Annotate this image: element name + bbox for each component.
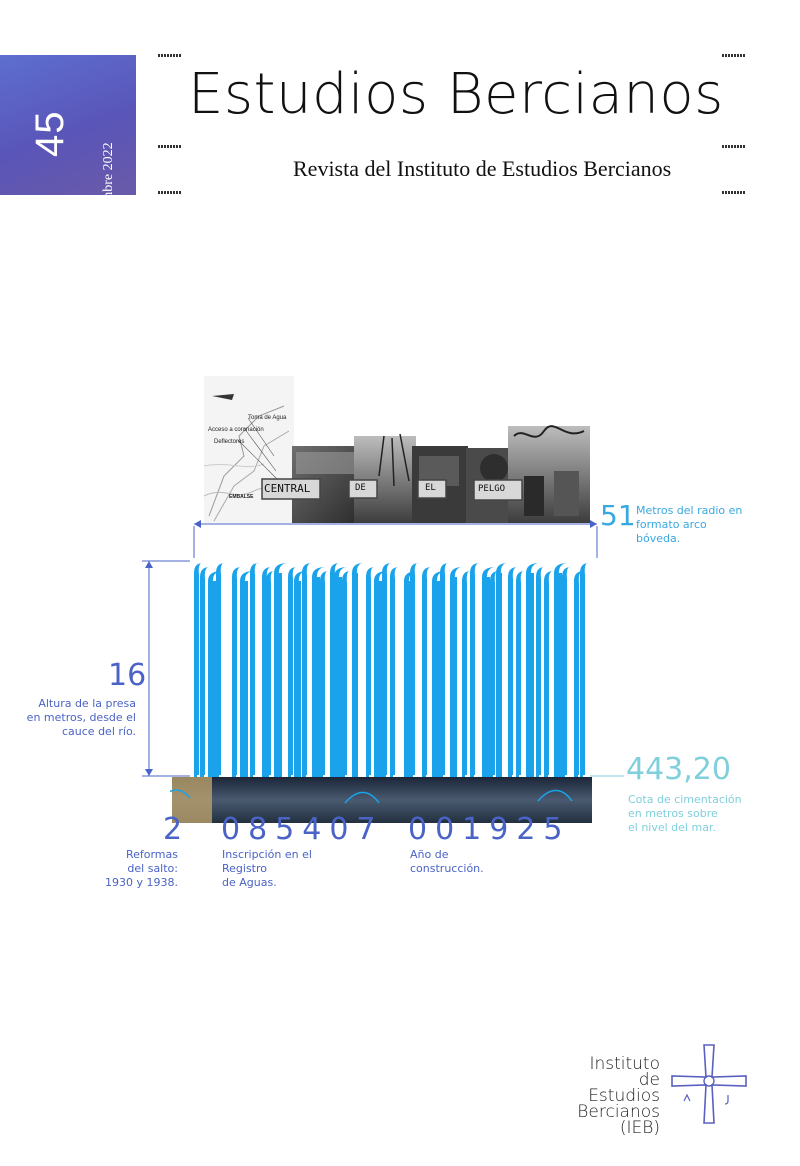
- water-bar-body: [536, 577, 539, 777]
- water-bar-body: [274, 573, 282, 777]
- registry-caption: Inscripción en el Registro de Aguas.: [222, 848, 312, 889]
- barcode-group-1: 085407: [221, 812, 384, 847]
- water-bar-body: [544, 581, 548, 777]
- water-bar-body: [526, 573, 534, 777]
- ornament-dash: [158, 145, 182, 148]
- water-bar-body: [352, 573, 358, 777]
- water-bar-body: [302, 573, 306, 777]
- foundation-caption: Cota de cimentación en metros sobre el n…: [628, 793, 742, 834]
- water-bar-body: [334, 577, 342, 777]
- water-bar-body: [330, 573, 334, 777]
- water-bar-body: [432, 581, 440, 777]
- water-bar-body: [440, 573, 443, 777]
- sign-word-de: DE: [355, 483, 366, 493]
- water-bar-body: [470, 573, 474, 777]
- water-bar-body: [342, 581, 345, 777]
- height-value: 16: [108, 658, 147, 693]
- year-caption: Año de construcción.: [410, 848, 484, 875]
- water-bar-body: [240, 581, 248, 777]
- foundation-value: 443,20: [626, 752, 731, 787]
- ornament-dash: [722, 145, 746, 148]
- water-bar-body: [574, 581, 578, 777]
- ornament-dash: [722, 191, 746, 194]
- ornament-dash: [158, 191, 182, 194]
- water-bar-body: [382, 573, 386, 777]
- water-bar-body: [208, 581, 216, 777]
- barcode-dam-graphic: [170, 563, 592, 830]
- water-bar-body: [554, 573, 562, 777]
- water-bar-body: [410, 573, 413, 777]
- victory-cross-icon: [671, 1044, 747, 1124]
- water-bar-body: [288, 577, 291, 777]
- sign-word-el: EL: [425, 483, 436, 493]
- map-label-deflectores: Deflectores: [214, 439, 245, 445]
- magazine-title: Estudios Bercianos: [188, 62, 724, 127]
- water-bar-body: [562, 577, 565, 777]
- sign-word-pelgo: PELGO: [478, 484, 506, 494]
- map-label-embalse: EMBALSE: [229, 494, 254, 500]
- river-photo: [172, 777, 592, 823]
- radius-caption: Metros del radio en formato arco bóveda.: [636, 504, 743, 545]
- ieb-logo-text: Instituto de Estudios Bercianos (IEB): [577, 1054, 660, 1138]
- water-bar-body: [482, 577, 490, 777]
- water-bar-body: [232, 577, 236, 777]
- water-bar-body: [294, 581, 301, 777]
- water-bar-body: [216, 573, 219, 777]
- water-bar-body: [194, 573, 197, 777]
- height-caption: Altura de la presa en metros, desde el c…: [26, 697, 136, 738]
- water-bar-body: [462, 581, 465, 777]
- water-bar-body: [374, 581, 382, 777]
- barcode-first-digit: 2: [163, 812, 191, 847]
- water-bar-body: [450, 577, 457, 777]
- issue-tab: 45 Diciembre 2022: [0, 55, 136, 233]
- collage-svg: [203, 376, 590, 523]
- water-bar-body: [262, 577, 266, 777]
- ornament-dash: [722, 54, 746, 57]
- water-bar-body: [516, 581, 519, 777]
- water-bar-body: [312, 577, 320, 777]
- water-bar-body: [266, 581, 269, 777]
- water-bar-body: [422, 577, 426, 777]
- sign-word-central: CENTRAL: [264, 482, 311, 495]
- barcode-group-2: 001925: [408, 812, 571, 847]
- water-bar-body: [496, 573, 502, 777]
- magazine-subtitle: Revista del Instituto de Estudios Bercia…: [293, 156, 672, 181]
- water-bar-body: [200, 577, 204, 777]
- map-label-acceso: Acceso a coronación: [208, 427, 264, 433]
- water-bar-body: [320, 581, 323, 777]
- ornament-dash: [158, 54, 182, 57]
- water-bar-body: [508, 577, 512, 777]
- water-bars: [194, 563, 589, 777]
- dam-photo-collage: Toma de Agua Acceso a coronación Deflect…: [203, 376, 590, 523]
- water-bar-body: [390, 577, 393, 777]
- reforms-caption: Reformas del salto: 1930 y 1938.: [105, 848, 178, 889]
- map-label-toma: Toma de Agua: [248, 415, 287, 421]
- water-bar-body: [490, 581, 493, 777]
- radius-value: 51: [600, 499, 636, 532]
- water-bar-body: [366, 577, 369, 777]
- water-bar-body: [404, 581, 412, 777]
- water-bar-body: [580, 573, 583, 777]
- water-bar-body: [250, 573, 253, 777]
